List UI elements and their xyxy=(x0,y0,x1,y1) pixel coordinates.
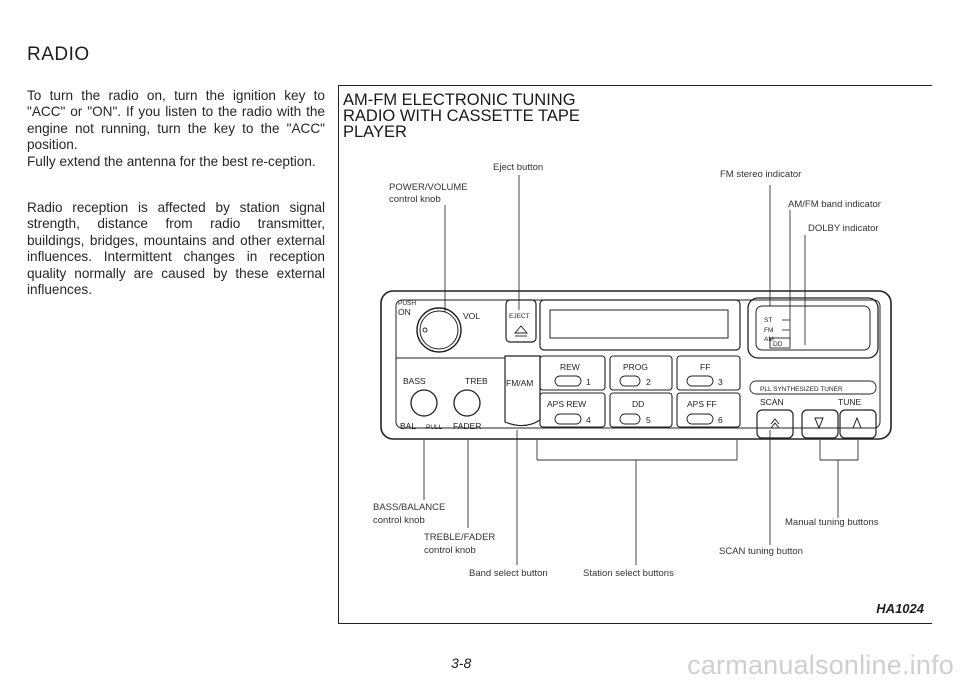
power-volume-knob-face xyxy=(419,310,459,350)
callout-bass: BASS/BALANCE xyxy=(373,502,445,513)
callout-bass: control knob xyxy=(373,515,425,526)
power-volume-knob xyxy=(416,307,462,353)
callout-eject: Eject button xyxy=(493,162,543,173)
preset-number: 3 xyxy=(718,377,723,387)
panel-tune: TUNE xyxy=(838,397,861,407)
paragraph-power: To turn the radio on, turn the ignition … xyxy=(27,88,325,153)
watermark: carmanualsonline.info xyxy=(687,650,954,680)
radio-unit xyxy=(380,290,892,440)
panel-scan: SCAN xyxy=(760,397,784,407)
tune-up-button xyxy=(839,409,877,439)
paragraph-reception: Radio reception is affected by station s… xyxy=(27,200,325,298)
panel-prog: PROG xyxy=(623,362,648,372)
rew-button xyxy=(539,355,606,391)
callout-fm-stereo: FM stereo indicator xyxy=(720,169,801,180)
panel-rew: REW xyxy=(560,362,580,372)
bass-knob xyxy=(410,389,438,417)
figure-title-line: RADIO WITH CASSETTE TAPE xyxy=(343,107,580,125)
aps-rew-button xyxy=(539,392,606,428)
ff-button xyxy=(676,355,741,391)
preset-number: 6 xyxy=(718,415,723,425)
preset-number: 1 xyxy=(586,377,591,387)
prog-button xyxy=(609,355,673,391)
callout-power: POWER/VOLUME xyxy=(389,182,468,193)
panel-fmam: FM/AM xyxy=(506,378,533,388)
callout-treble: TREBLE/FADER xyxy=(424,532,495,543)
panel-vol: VOL xyxy=(463,311,480,321)
callout-manual: Manual tuning buttons xyxy=(785,517,879,528)
eject-button xyxy=(505,299,537,343)
figure-title-line: AM-FM ELECTRONIC TUNING xyxy=(343,91,576,109)
callout-station: Station select buttons xyxy=(583,568,674,579)
callout-dolby: DOLBY indicator xyxy=(808,223,879,234)
panel-bass: BASS xyxy=(403,376,426,386)
figure-id: HA1024 xyxy=(876,601,924,616)
display-st: ST xyxy=(764,317,772,324)
preset-number: 5 xyxy=(646,415,651,425)
aps-ff-button xyxy=(676,392,741,428)
callout-treble: control knob xyxy=(424,545,476,556)
display-fm: FM xyxy=(764,327,773,334)
callout-band: Band select button xyxy=(469,568,548,579)
paragraph-antenna: Fully extend the antenna for the best re… xyxy=(27,154,316,169)
pll-tuner-label-box xyxy=(749,380,877,395)
panel-eject: EJECT xyxy=(509,313,530,320)
callout-amfm-band: AM/FM band indicator xyxy=(788,199,881,210)
panel-pull: PULL xyxy=(426,424,443,431)
dolby-button xyxy=(609,392,673,428)
display-dolby: DD xyxy=(773,341,783,348)
dolby-indicator xyxy=(769,337,791,349)
page-heading: RADIO xyxy=(27,44,90,65)
figure-title: AM-FM ELECTRONIC TUNING RADIO WITH CASSE… xyxy=(343,91,580,141)
callout-power: control knob xyxy=(389,194,441,205)
figure-title-line: PLAYER xyxy=(343,123,407,141)
display-window xyxy=(755,305,871,351)
treble-knob xyxy=(453,389,481,417)
panel-push: PUSH xyxy=(398,300,416,307)
display-am: AM xyxy=(764,336,774,343)
cassette-slot xyxy=(549,309,729,339)
panel-treb: TREB xyxy=(465,376,488,386)
panel-dolby-mark: DD xyxy=(632,399,644,409)
panel-aps-ff: APS FF xyxy=(687,399,717,409)
display-frame xyxy=(747,297,879,359)
fmam-button xyxy=(504,355,541,427)
panel-on: ON xyxy=(398,307,411,317)
tune-down-button xyxy=(801,409,839,439)
leader-lines xyxy=(423,175,859,565)
scan-button xyxy=(756,409,794,439)
panel-aps-rew: APS REW xyxy=(547,399,586,409)
callout-scan: SCAN tuning button xyxy=(719,546,803,557)
panel-fader: FADER xyxy=(453,421,481,431)
preset-number: 2 xyxy=(646,377,651,387)
panel-bal: BAL xyxy=(400,421,416,431)
panel-pll: PLL SYNTHESIZED TUNER xyxy=(760,386,843,393)
page-number: 3-8 xyxy=(451,655,472,671)
cassette-slot-frame xyxy=(539,299,741,351)
preset-number: 4 xyxy=(586,415,591,425)
panel-ff: FF xyxy=(700,362,710,372)
figure-frame xyxy=(338,85,932,624)
